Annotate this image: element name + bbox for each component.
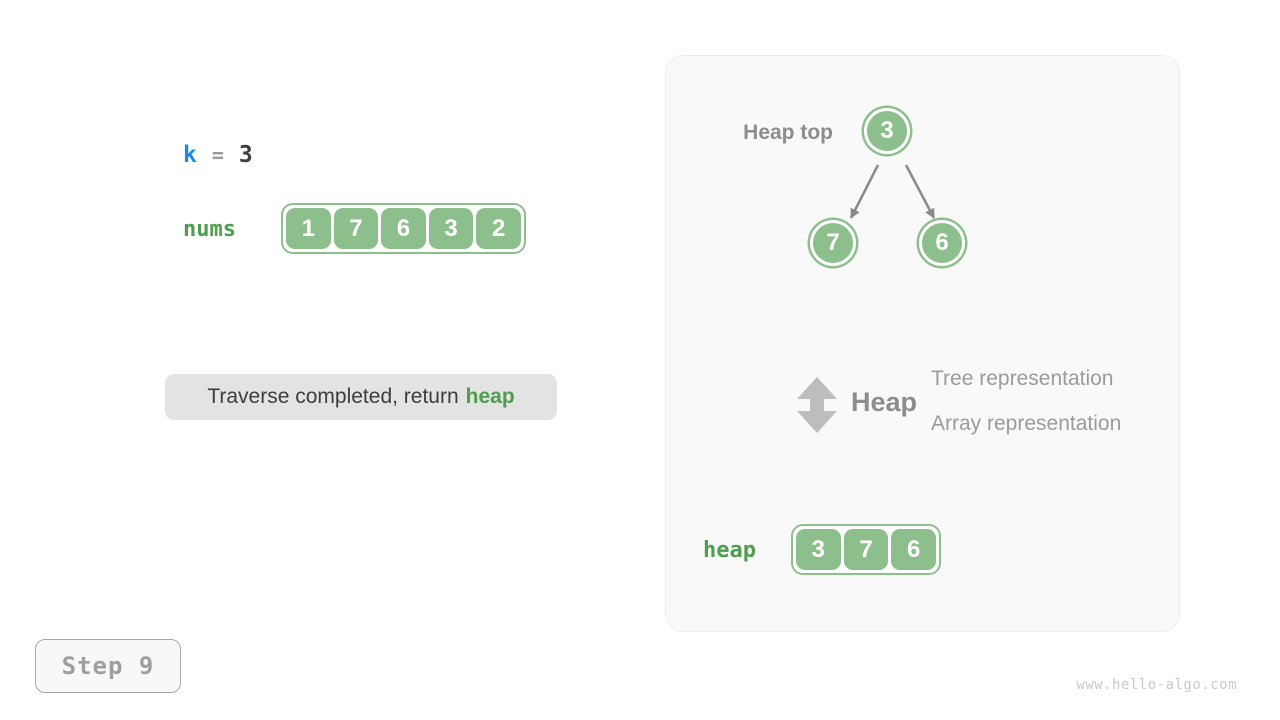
- nums-array-cell: 3: [428, 208, 474, 249]
- array-representation-label: Array representation: [931, 412, 1122, 435]
- watermark-text: www.hello-algo.com: [1076, 677, 1237, 693]
- equals-sign: =: [211, 143, 224, 167]
- step-badge: Step 9: [35, 639, 181, 693]
- tree-representation-label: Tree representation: [931, 367, 1114, 390]
- heap-legend-title: Heap: [851, 387, 918, 417]
- k-variable-name: k: [183, 142, 197, 168]
- heap-array-cell: 3: [796, 529, 841, 570]
- tree-node-right-child: 6: [919, 220, 965, 266]
- heap-array-cell: 6: [891, 529, 937, 570]
- status-message-text: Traverse completed, return: [207, 385, 459, 408]
- tree-node-left-child: 7: [810, 220, 856, 266]
- updown-arrow-icon: [797, 377, 837, 433]
- heap-label: heap: [703, 538, 756, 563]
- nums-label: nums: [183, 217, 236, 242]
- nums-array-cell: 2: [476, 208, 521, 249]
- step-badge-label: Step 9: [61, 652, 155, 680]
- heap-top-label: Heap top: [743, 121, 833, 144]
- heap-array: 3 7 6: [791, 524, 941, 575]
- nums-array-cell: 7: [333, 208, 379, 249]
- nums-array: 1 7 6 3 2: [281, 203, 526, 254]
- k-variable-value: 3: [238, 142, 253, 168]
- heap-array-cell: 7: [843, 529, 889, 570]
- k-variable-line: k = 3: [183, 142, 253, 168]
- status-message-highlight: heap: [465, 385, 515, 408]
- nums-array-cell: 1: [286, 208, 331, 249]
- tree-node-root: 3: [864, 108, 910, 154]
- nums-array-cell: 6: [381, 208, 426, 249]
- status-message: Traverse completed, return heap: [165, 374, 557, 420]
